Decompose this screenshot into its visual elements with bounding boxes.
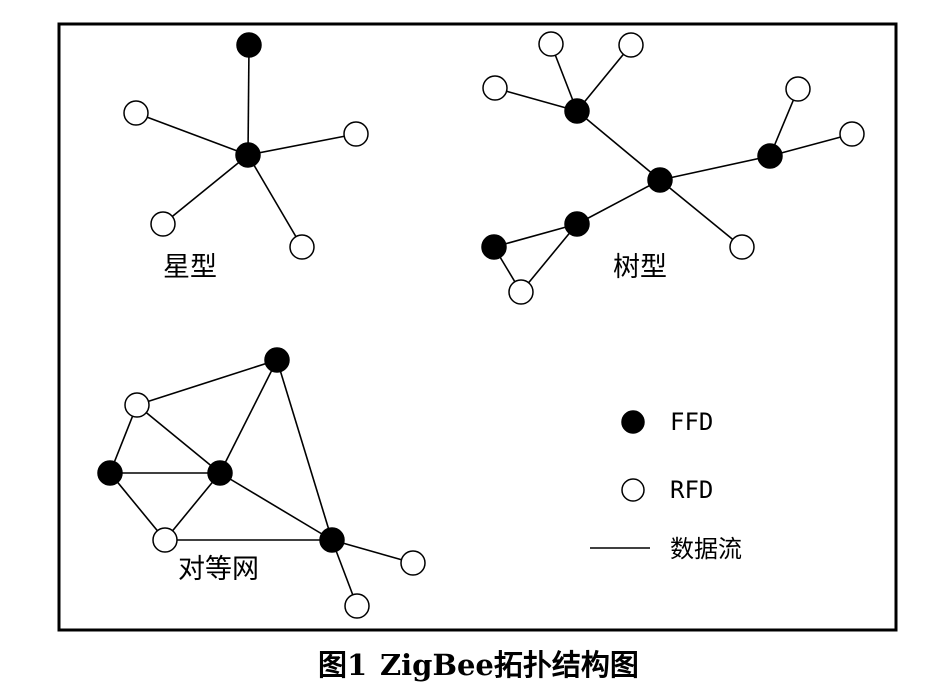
- rfd-node-t_a: [538, 31, 564, 57]
- link-s_c-s_bl: [162, 154, 249, 225]
- link-s_c-s_r: [247, 133, 357, 156]
- ffd-node-t_p3: [564, 211, 590, 237]
- link-t_root-t_f: [659, 179, 743, 248]
- link-t_root-t_p3: [576, 179, 661, 225]
- ffd-node-s_c: [235, 142, 261, 168]
- link-t_p3-t_p4: [493, 223, 578, 248]
- link-m_4-m_5: [164, 472, 221, 541]
- link-m_1-m_6: [276, 359, 333, 541]
- figure-border: [57, 22, 898, 632]
- link-m_6-m_7: [331, 539, 414, 564]
- rfd-node-t_d: [785, 76, 811, 102]
- legend-rfd-symbol: [621, 478, 645, 502]
- link-t_p3-t_g: [520, 223, 578, 293]
- ffd-node-m_6: [319, 527, 345, 553]
- caption-text: ZigBee拓扑结构图: [380, 648, 639, 682]
- link-m_1-m_2: [136, 359, 278, 406]
- caption-number: 图1: [318, 648, 367, 682]
- link-s_top-s_c: [247, 44, 250, 156]
- nodes: [97, 31, 865, 619]
- edges: [109, 43, 853, 607]
- link-m_2-m_4: [136, 404, 221, 474]
- rfd-node-m_2: [124, 392, 150, 418]
- link-t_p1-t_root: [576, 110, 661, 181]
- ffd-node-t_p2: [757, 143, 783, 169]
- rfd-node-t_f: [729, 234, 755, 260]
- rfd-node-s_br: [289, 234, 315, 260]
- star-label: 星型: [163, 252, 217, 283]
- link-s_c-s_l: [135, 112, 249, 156]
- legend-ffd-symbol: [621, 410, 645, 434]
- link-s_c-s_br: [247, 154, 303, 248]
- ffd-node-m_1: [264, 347, 290, 373]
- rfd-node-s_r: [343, 121, 369, 147]
- link-t_c-t_p1: [494, 87, 578, 112]
- link-t_p2-t_e: [769, 133, 853, 157]
- mesh-label: 对等网: [178, 554, 259, 585]
- rfd-node-t_b: [618, 32, 644, 58]
- link-t_root-t_p2: [659, 155, 771, 181]
- rfd-node-t_e: [839, 121, 865, 147]
- rfd-node-t_g: [508, 279, 534, 305]
- ffd-node-t_p1: [564, 98, 590, 124]
- rfd-node-t_c: [482, 75, 508, 101]
- ffd-node-s_top: [236, 32, 262, 58]
- ffd-node-t_root: [647, 167, 673, 193]
- ffd-node-m_3: [97, 460, 123, 486]
- link-m_3-m_5: [109, 472, 166, 541]
- link-t_b-t_p1: [576, 44, 632, 112]
- rfd-node-m_7: [400, 550, 426, 576]
- link-m_1-m_4: [219, 359, 278, 474]
- legend-rfd-label: RFD: [670, 476, 713, 504]
- legend-flow-label: 数据流: [670, 535, 742, 563]
- rfd-node-s_l: [123, 100, 149, 126]
- legend-ffd-label: FFD: [670, 408, 713, 436]
- tree-label: 树型: [613, 252, 667, 283]
- rfd-node-s_bl: [150, 211, 176, 237]
- rfd-node-m_8: [344, 593, 370, 619]
- ffd-node-t_p4: [481, 234, 507, 260]
- link-m_4-m_6: [219, 472, 333, 541]
- rfd-node-m_5: [152, 527, 178, 553]
- ffd-node-m_4: [207, 460, 233, 486]
